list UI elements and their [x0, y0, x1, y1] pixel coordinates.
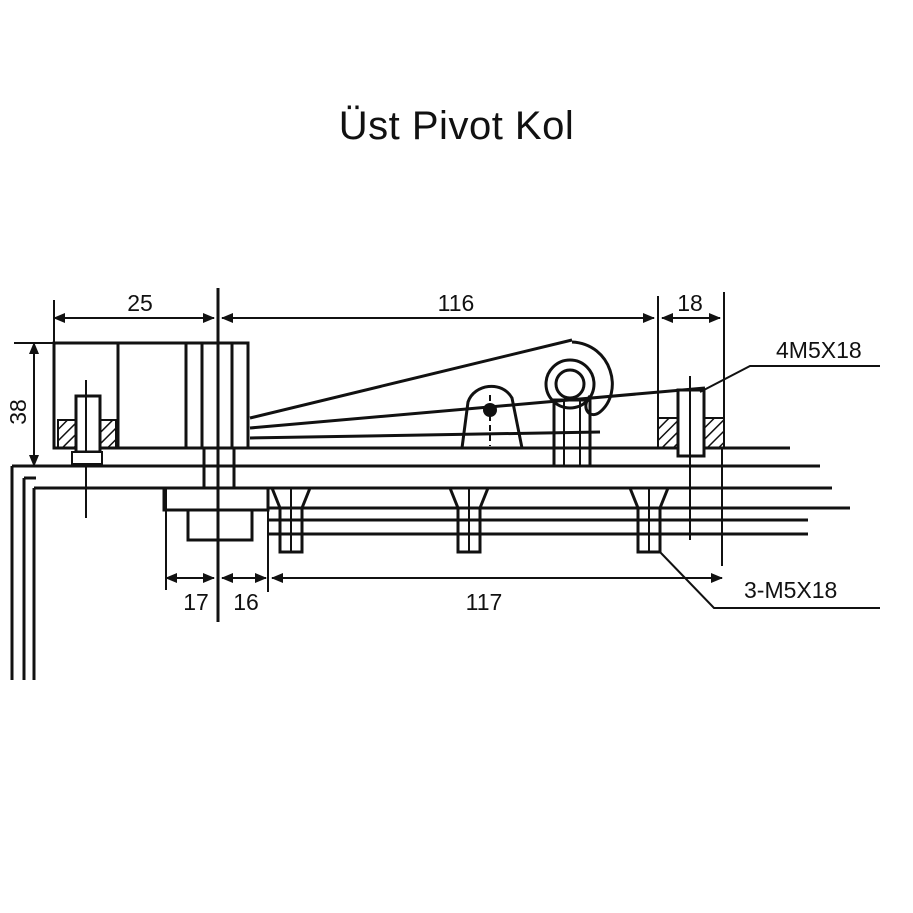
- dim-18: 18: [677, 290, 703, 316]
- dimension-lines: [29, 313, 723, 583]
- right-mount-block: [657, 376, 725, 566]
- bottom-plate: [162, 486, 850, 542]
- callout-bottom-screws: 3-M5X18: [744, 577, 837, 603]
- drawing-title: Üst Pivot Kol: [338, 104, 575, 148]
- callout-leaders: [659, 365, 880, 609]
- dim-38: 38: [5, 399, 31, 425]
- door-frame: [10, 464, 832, 680]
- dim-25: 25: [127, 290, 153, 316]
- pivot-arm: [249, 338, 706, 468]
- dim-17: 17: [183, 589, 209, 615]
- dim-117: 117: [466, 589, 503, 615]
- callout-top-screws: 4M5X18: [776, 337, 862, 363]
- extension-lines: [14, 292, 725, 592]
- dim-116: 116: [438, 290, 475, 316]
- pivot-housing: [52, 341, 790, 518]
- dim-16: 16: [233, 589, 259, 615]
